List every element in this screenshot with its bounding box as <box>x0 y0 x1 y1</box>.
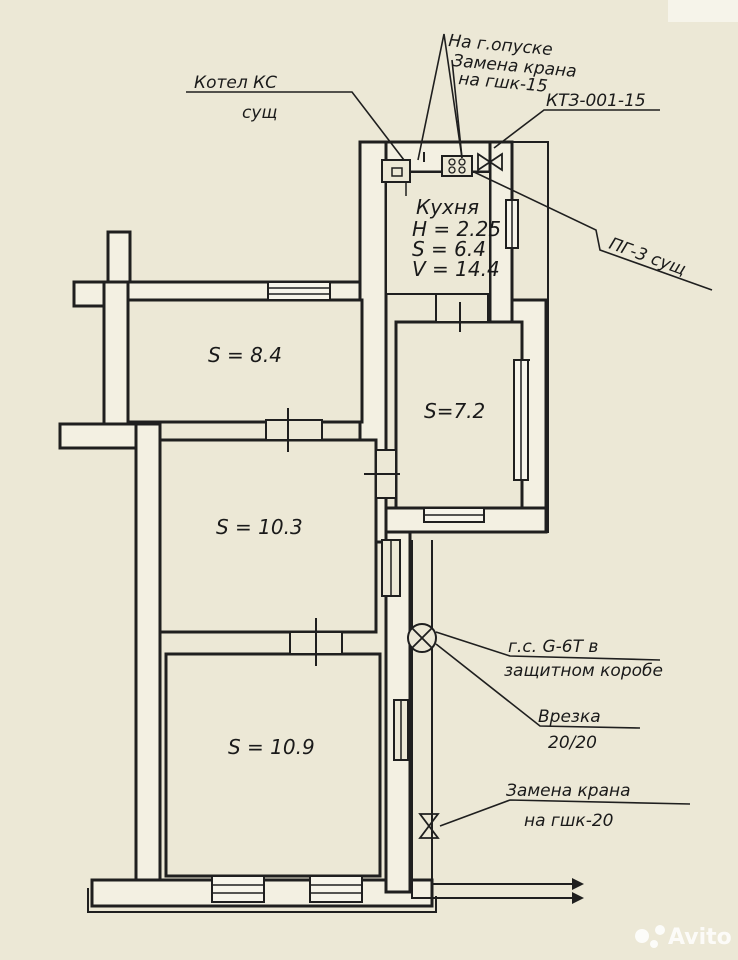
valve-icon-bottom <box>418 813 440 839</box>
door-room3 <box>289 618 343 666</box>
meter-note-1: г.с. G-6Т в <box>508 637 598 657</box>
kitchen-area: S = 6.4 <box>412 237 486 261</box>
kitchen-height: H = 2.25 <box>412 217 501 241</box>
meter-note-2: защитном коробе <box>504 661 663 681</box>
boiler-icon <box>381 159 411 196</box>
left-wall-upper <box>102 280 130 426</box>
window-top <box>267 281 331 301</box>
tap-note-1: Врезка <box>538 707 601 727</box>
replace-note-2: на гшк-20 <box>524 811 613 831</box>
gas-meter-icon <box>407 623 437 653</box>
chimney-stub <box>106 230 132 284</box>
room-4 <box>164 652 382 878</box>
window-room2-right <box>513 359 529 481</box>
room-1 <box>126 298 364 424</box>
stove-icon <box>441 155 473 177</box>
stove-note: ПГ-3 сущ <box>606 234 688 280</box>
room-3-area: S = 10.3 <box>216 515 303 539</box>
boiler-note-1: Котел КС <box>194 73 277 93</box>
room-3 <box>158 438 378 634</box>
window-bottom-left <box>211 875 265 903</box>
watermark-text: Avito <box>668 925 732 950</box>
boiler-note-2: сущ <box>242 103 277 123</box>
door-room1 <box>265 408 323 452</box>
room-4-area: S = 10.9 <box>228 735 315 759</box>
tap-note-2: 20/20 <box>548 733 597 753</box>
kitchen-name: Кухня <box>416 195 479 219</box>
avito-watermark: Avito <box>635 925 732 950</box>
corridor-opening-right <box>381 539 401 597</box>
door-room2 <box>364 449 400 499</box>
window-bottom-right <box>309 875 363 903</box>
room-1-area: S = 8.4 <box>208 343 282 367</box>
valve-model-note: КТЗ-001-15 <box>546 91 646 111</box>
window-room2-bottom <box>423 507 485 523</box>
left-wall-lower <box>134 422 162 886</box>
gas-pipe <box>87 141 584 913</box>
leader-lines <box>186 33 713 827</box>
room-2-area: S=7.2 <box>424 399 485 423</box>
kitchen-room <box>385 171 491 295</box>
paper-edge <box>668 0 738 22</box>
door-kitchen <box>435 293 489 332</box>
valve-icon-kitchen <box>477 152 503 172</box>
window-kitchen-right <box>505 199 519 249</box>
corridor-opening-lower <box>393 699 409 761</box>
kitchen-volume: V = 14.4 <box>412 257 500 281</box>
replace-note-1: Замена крана <box>506 781 631 801</box>
